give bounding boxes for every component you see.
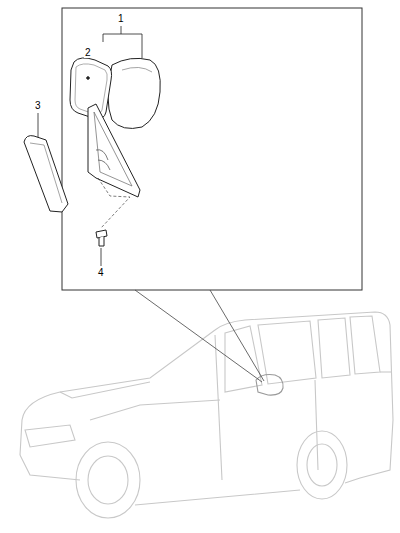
bolt (96, 230, 107, 238)
mirror-housing (108, 58, 160, 128)
callout-number: 2 (84, 48, 92, 58)
leader-line (103, 26, 142, 58)
leader-line (38, 113, 39, 138)
pointer-line (135, 290, 264, 382)
callout-number: 4 (97, 268, 105, 278)
callout-number: 1 (117, 14, 125, 24)
vehicle-outline (20, 312, 393, 518)
alignment-line (98, 178, 130, 228)
callout-number: 3 (34, 101, 42, 111)
mirror-base (88, 104, 140, 197)
detail-frame (62, 8, 362, 290)
inner-cover (24, 136, 68, 212)
leader-line (101, 248, 102, 266)
mirror-on-car (256, 375, 283, 396)
